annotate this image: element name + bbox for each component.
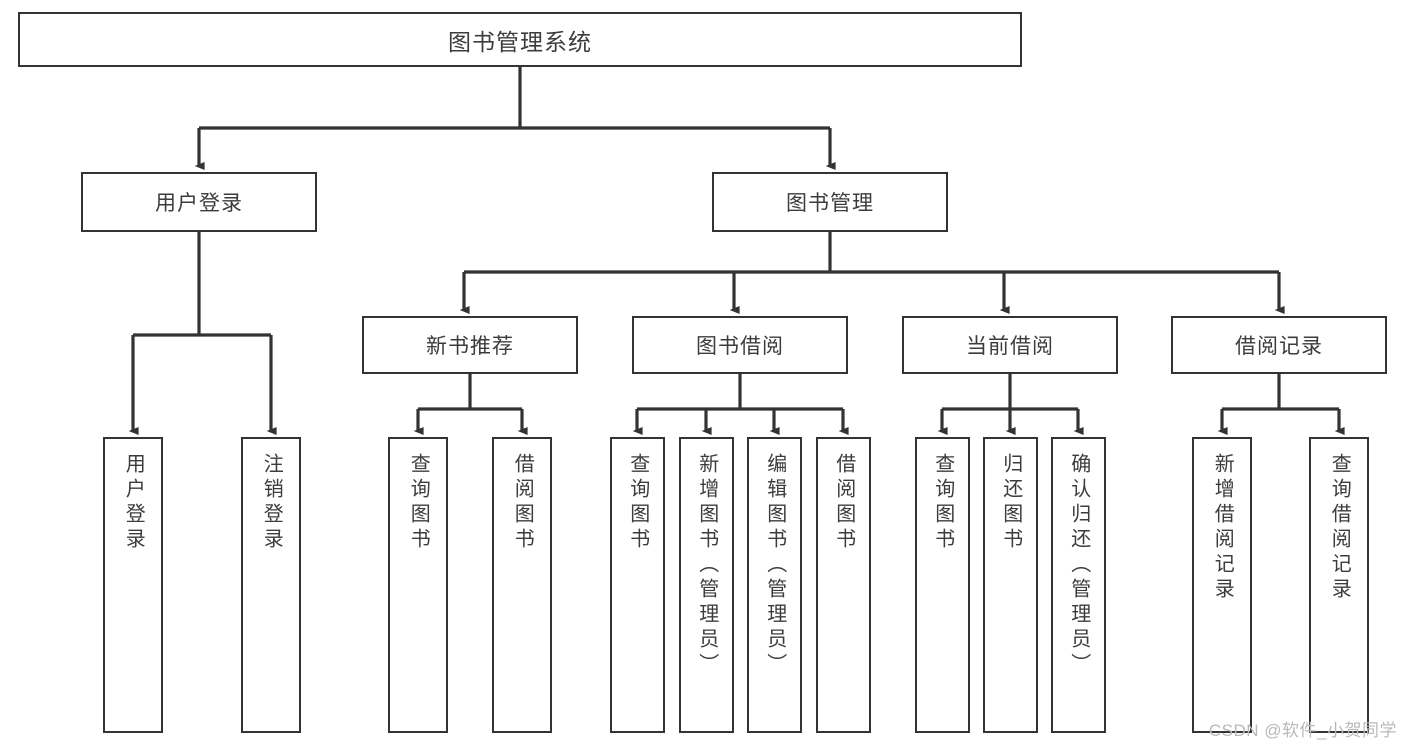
leaf-current-query-book[interactable]: 查询图书 (915, 437, 970, 733)
leaf-label: 编辑图书（管理员） (763, 453, 786, 678)
leaf-label: 借阅图书 (511, 453, 534, 553)
node-root-book-management-system[interactable]: 图书管理系统 (18, 12, 1022, 67)
leaf-label: 确认归还（管理员） (1067, 453, 1090, 678)
leaf-label: 新增图书（管理员） (695, 453, 718, 678)
leaf-new-book-query-book[interactable]: 查询图书 (388, 437, 448, 733)
node-label: 图书管理 (786, 192, 874, 215)
node-label: 图书借阅 (696, 335, 784, 358)
leaf-new-book-borrow-book[interactable]: 借阅图书 (492, 437, 552, 733)
leaf-label: 新增借阅记录 (1211, 453, 1234, 603)
node-current-borrowing[interactable]: 当前借阅 (902, 316, 1118, 374)
leaf-label: 归还图书 (999, 453, 1022, 553)
node-label: 当前借阅 (966, 335, 1054, 358)
leaf-current-return-book[interactable]: 归还图书 (983, 437, 1038, 733)
leaf-borrow-edit-book-admin[interactable]: 编辑图书（管理员） (747, 437, 802, 733)
node-label: 借阅记录 (1235, 335, 1323, 358)
node-new-book-recommendation[interactable]: 新书推荐 (362, 316, 578, 374)
node-user-login[interactable]: 用户登录 (81, 172, 317, 232)
node-book-management[interactable]: 图书管理 (712, 172, 948, 232)
leaf-current-confirm-return-admin[interactable]: 确认归还（管理员） (1051, 437, 1106, 733)
leaf-label: 查询图书 (407, 453, 430, 553)
leaf-label: 查询借阅记录 (1328, 453, 1351, 603)
node-book-borrowing[interactable]: 图书借阅 (632, 316, 848, 374)
leaf-user-login-login[interactable]: 用户登录 (103, 437, 163, 733)
leaf-label: 用户登录 (122, 453, 145, 553)
node-label: 用户登录 (155, 192, 243, 215)
leaf-borrow-borrow-book[interactable]: 借阅图书 (816, 437, 871, 733)
leaf-label: 查询图书 (626, 453, 649, 553)
node-borrowing-records[interactable]: 借阅记录 (1171, 316, 1387, 374)
leaf-record-query-record[interactable]: 查询借阅记录 (1309, 437, 1369, 733)
leaf-label: 借阅图书 (832, 453, 855, 553)
node-label: 图书管理系统 (448, 28, 592, 55)
leaf-label: 查询图书 (931, 453, 954, 553)
leaf-borrow-add-book-admin[interactable]: 新增图书（管理员） (679, 437, 734, 733)
leaf-record-add-record[interactable]: 新增借阅记录 (1192, 437, 1252, 733)
leaf-label: 注销登录 (260, 453, 283, 553)
leaf-user-login-logout[interactable]: 注销登录 (241, 437, 301, 733)
node-label: 新书推荐 (426, 335, 514, 358)
leaf-borrow-query-book[interactable]: 查询图书 (610, 437, 665, 733)
